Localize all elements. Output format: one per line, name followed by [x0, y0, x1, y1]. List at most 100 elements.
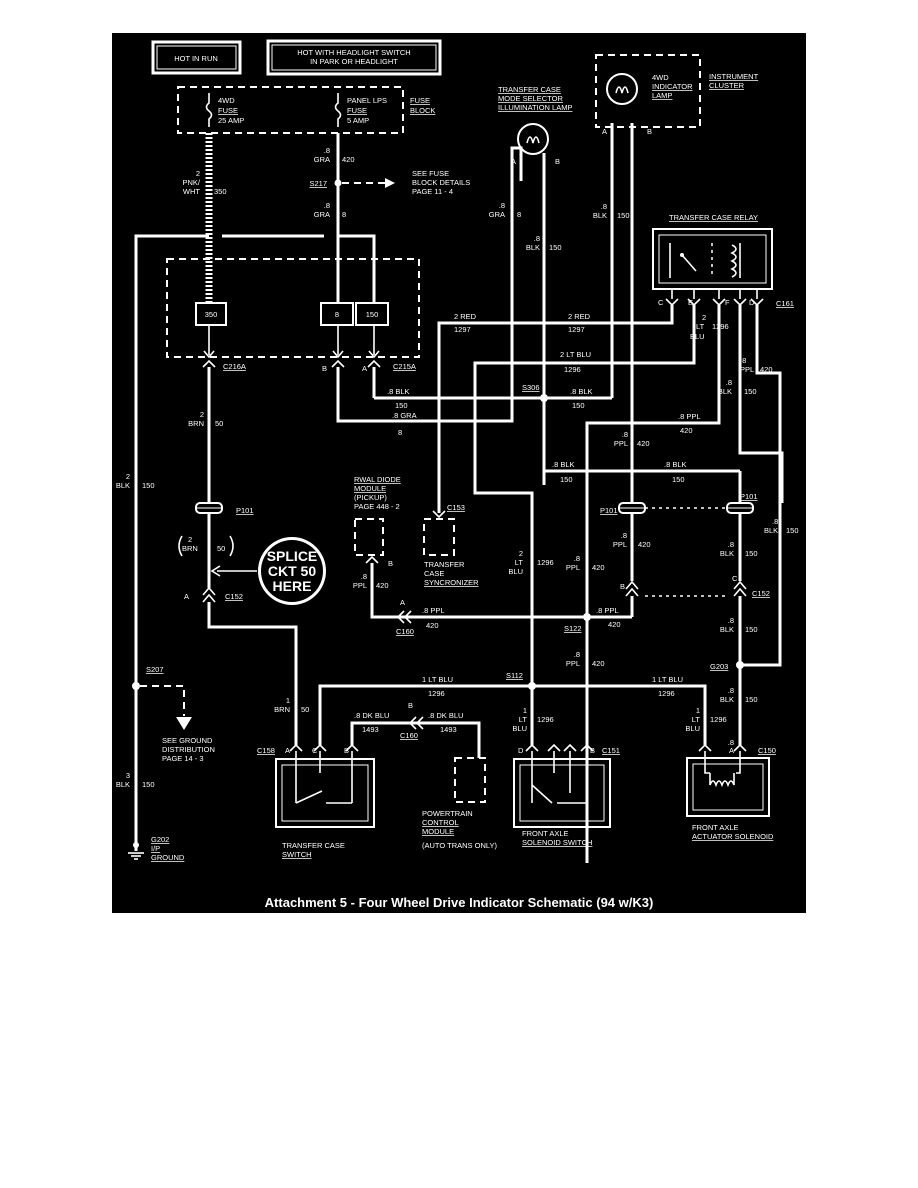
splice-s207 — [132, 682, 140, 690]
ppl-v4-circuit: 420 — [592, 659, 605, 668]
c151-label: C151 — [602, 746, 620, 755]
blk-rel-color: BLK — [718, 387, 732, 396]
ppl-h2-label: .8 PPL — [422, 606, 445, 615]
fas-pin-d: D — [518, 746, 524, 755]
dkblu-2-circuit: 1493 — [440, 725, 457, 734]
blk-d-label: .8 BLK — [664, 460, 687, 469]
hot-headlight-label-1: HOT WITH HEADLIGHT SWITCH — [297, 48, 410, 57]
fuse-block-label-1: FUSE — [410, 96, 430, 105]
rwal-label-1: RWAL DIODE — [354, 475, 401, 484]
wire-dk-blu-1493 — [350, 721, 481, 758]
fuse-panel-1: PANEL LPS — [347, 96, 387, 105]
ltblu-v2: LT — [515, 558, 524, 567]
wiring-schematic: HOT IN RUN HOT WITH HEADLIGHT SWITCH IN … — [112, 33, 806, 913]
see-gnd-2: DISTRIBUTION — [162, 745, 215, 754]
fuse-4wd-2: FUSE — [218, 106, 238, 115]
fuse-4wd-1: 4WD — [218, 96, 235, 105]
ltblu-r1: 1 — [696, 706, 700, 715]
blk-v3-circuit: 150 — [745, 695, 758, 704]
hot-headlight-label-2: IN PARK OR HEADLIGHT — [310, 57, 398, 66]
fuse-4wd-symbol — [205, 93, 213, 127]
blk-left-color: BLK — [116, 481, 130, 490]
blk-left2-gauge: 3 — [126, 771, 130, 780]
blk-c-label: .8 BLK — [552, 460, 575, 469]
w1-circuit: 350 — [214, 187, 227, 196]
inst-label-1: INSTRUMENT — [709, 72, 759, 81]
w3-circuit: 8 — [342, 210, 346, 219]
blk-b-label: .8 BLK — [570, 387, 593, 396]
instrument-cluster-outline — [595, 54, 701, 128]
wire-blk-150-mid — [542, 469, 740, 485]
ltblu-v1: 2 — [519, 549, 523, 558]
inst-label-2: CLUSTER — [709, 81, 745, 90]
ltblu-v3: BLU — [508, 567, 523, 576]
c215a-pin-b: B — [322, 364, 327, 373]
pcm-label-3: MODULE — [422, 827, 454, 836]
c216a-label: C216A — [223, 362, 246, 371]
fuse-4wd-3: 25 AMP — [218, 116, 244, 125]
s207-label: S207 — [146, 665, 164, 674]
rwal-label-4: PAGE 448 - 2 — [354, 502, 400, 511]
fuse-panel-symbol — [334, 93, 342, 127]
hot-in-run-box — [151, 40, 242, 75]
blk-left-circuit: 150 — [142, 481, 155, 490]
ground-label-3: GROUND — [151, 853, 185, 862]
wire-lt-blu-1296 — [473, 305, 696, 745]
splice-text-3: HERE — [273, 578, 312, 594]
s112-label: S112 — [506, 671, 523, 680]
fuse-block-label-2: BLOCK — [410, 106, 435, 115]
ltblu-h-circuit: 1296 — [564, 365, 581, 374]
wire-ppl-420-rwal — [370, 563, 412, 619]
module-outline — [166, 258, 420, 358]
rwal-module — [354, 518, 384, 556]
blk-r-color: BLK — [764, 526, 778, 535]
ground-label-2: I/P — [151, 844, 160, 853]
c158-label: C158 — [257, 746, 275, 755]
see-gnd-1: SEE GROUND — [162, 736, 213, 745]
dkblu-2-label: .8 DK BLU — [428, 711, 463, 720]
ppl-v3-gauge: .8 — [574, 554, 580, 563]
rwal-label-3: (PICKUP) — [354, 493, 387, 502]
ppl-s-color: PPL — [353, 581, 367, 590]
relay-label: TRANSFER CASE RELAY — [669, 213, 758, 222]
w6-color: BLK — [593, 211, 607, 220]
fas-label-2: SOLENOID SWITCH — [522, 838, 592, 847]
rwal-label-2: MODULE — [354, 484, 386, 493]
brn2-circuit: 50 — [217, 544, 225, 553]
w4-circuit: 8 — [517, 210, 521, 219]
ppl-s-gauge: .8 — [361, 572, 367, 581]
wire-ppl-420-main — [585, 305, 721, 863]
c160-pin-a: A — [400, 598, 405, 607]
red-2-label: 2 RED — [568, 312, 591, 321]
see-fuse-1: SEE FUSE — [412, 169, 449, 178]
c152-left-pin: A — [184, 592, 189, 601]
wire-brn-50-lower — [207, 602, 298, 745]
brn3-gauge: 1 — [286, 696, 290, 705]
w3-gauge: .8 — [324, 201, 330, 210]
ind-pin-b: B — [647, 127, 652, 136]
ltblu-b2-circuit: 1296 — [658, 689, 675, 698]
tc-lamp-symbol — [517, 123, 549, 155]
hot-headlight-box — [266, 39, 442, 76]
tcs-pin-a: A — [285, 746, 290, 755]
ltblu-s2: LT — [519, 715, 528, 724]
schematic-drawing: HOT IN RUN HOT WITH HEADLIGHT SWITCH IN … — [116, 39, 799, 910]
c160b-pin-b: B — [408, 701, 413, 710]
box-8-label: 8 — [335, 310, 339, 319]
blk-rel-circuit: 150 — [744, 387, 757, 396]
wire-blk-150-left — [134, 234, 209, 851]
ppl-v2-circuit: 420 — [638, 540, 651, 549]
faa-label-1: FRONT AXLE — [692, 823, 739, 832]
gra-h-circuit: 8 — [398, 428, 402, 437]
tcs-label-1: TRANSFER CASE — [282, 841, 345, 850]
c161-label: C161 — [776, 299, 794, 308]
blk-v1-circuit: 150 — [745, 549, 758, 558]
ltblu-h-label: 2 LT BLU — [560, 350, 591, 359]
ltblu-rel-3: BLU — [690, 332, 705, 341]
ppl-v3-circuit: 420 — [592, 563, 605, 572]
red-2-circuit: 1297 — [568, 325, 585, 334]
w3-color: GRA — [314, 210, 330, 219]
blk-rel-gauge: .8 — [726, 378, 732, 387]
blk-d-circuit: 150 — [672, 475, 685, 484]
wire-ppl-420-g203 — [740, 305, 782, 667]
